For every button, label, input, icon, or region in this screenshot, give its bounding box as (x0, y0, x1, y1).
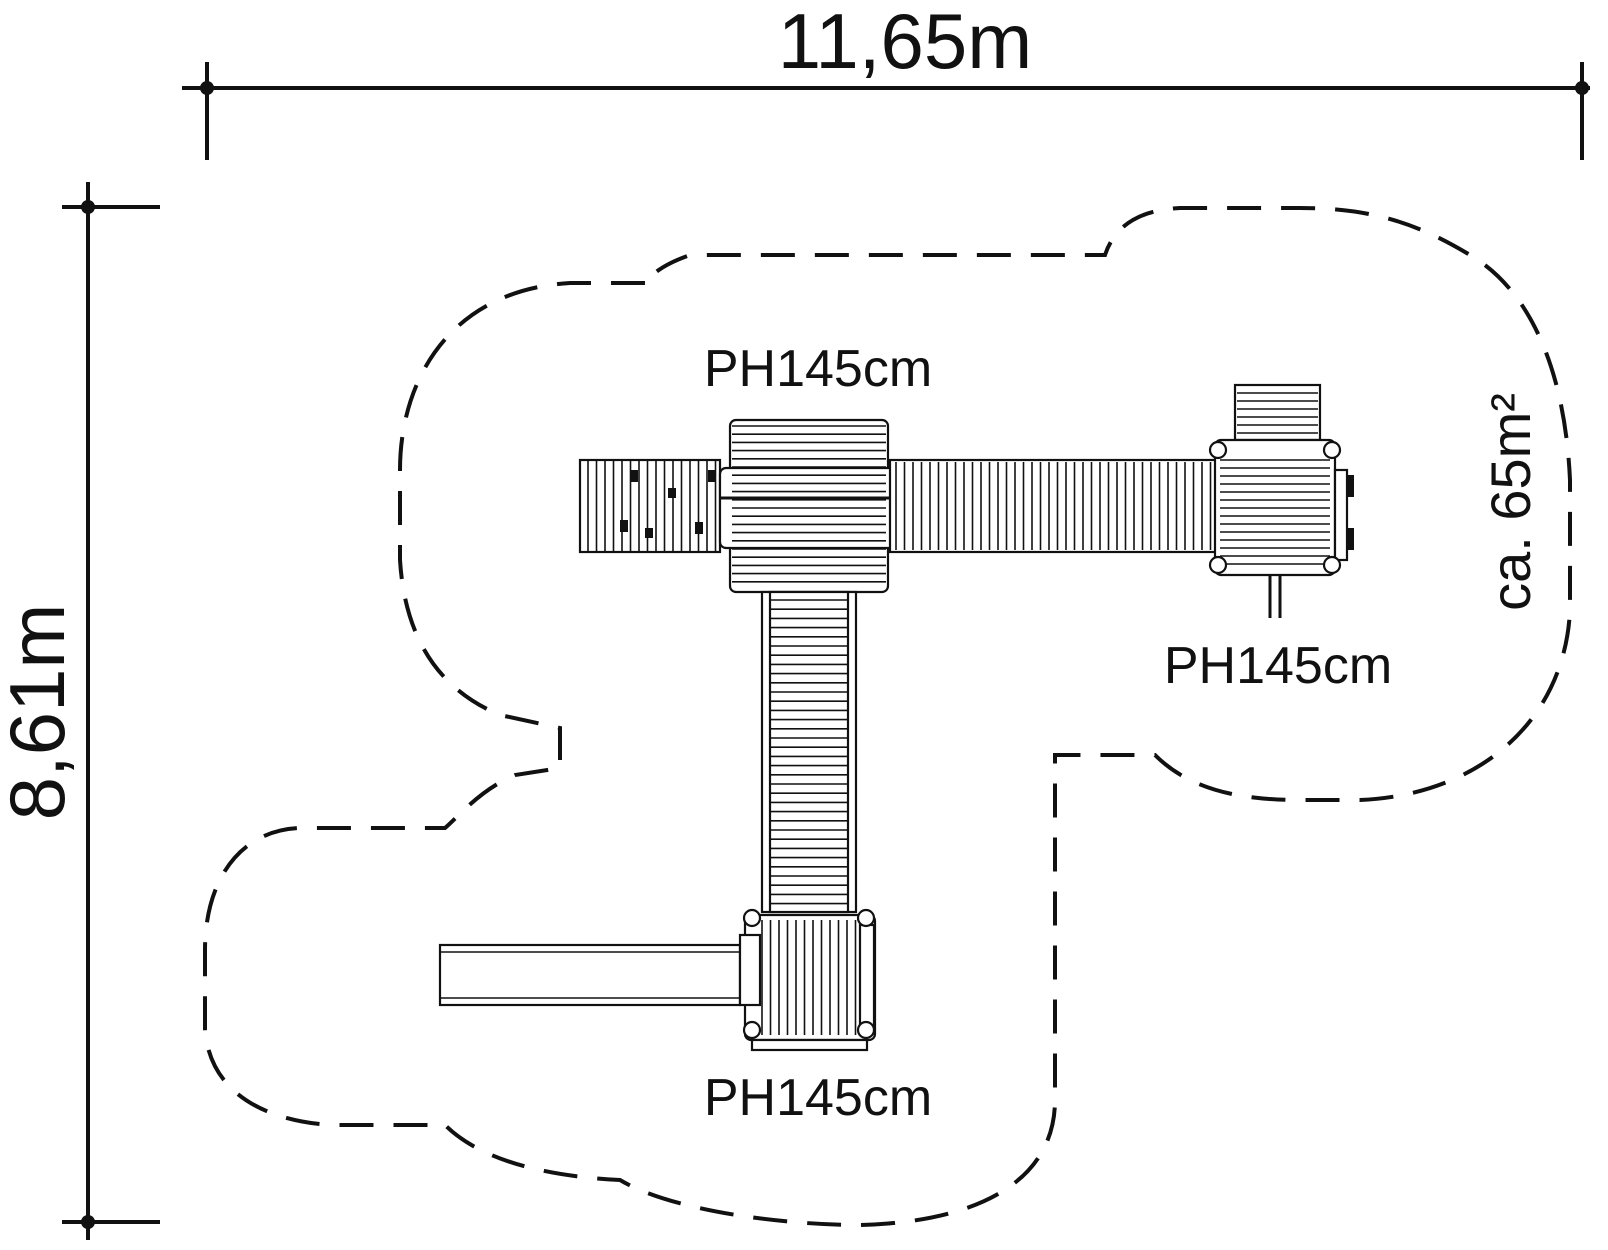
platform-height-label-right: PH145cm (1164, 637, 1392, 695)
climbing-holds (620, 470, 716, 538)
width-label: 11,65m (778, 0, 1032, 85)
width-dimension (182, 62, 1590, 160)
vertical-bridge (760, 590, 858, 914)
platform-height-label-bottom: PH145cm (704, 1069, 932, 1127)
area-label: ca. 65m² (1479, 393, 1542, 611)
platform-height-label-top: PH145cm (704, 340, 932, 398)
climbing-wall-deck (578, 458, 722, 554)
bottom-tower (438, 908, 877, 1052)
depth-dimension (62, 182, 160, 1240)
central-platform (718, 418, 902, 594)
safety-area-outline (203, 206, 1572, 1228)
depth-label: 8,61m (0, 604, 81, 821)
horizontal-bridge (888, 458, 1222, 554)
right-tower (1208, 383, 1354, 618)
